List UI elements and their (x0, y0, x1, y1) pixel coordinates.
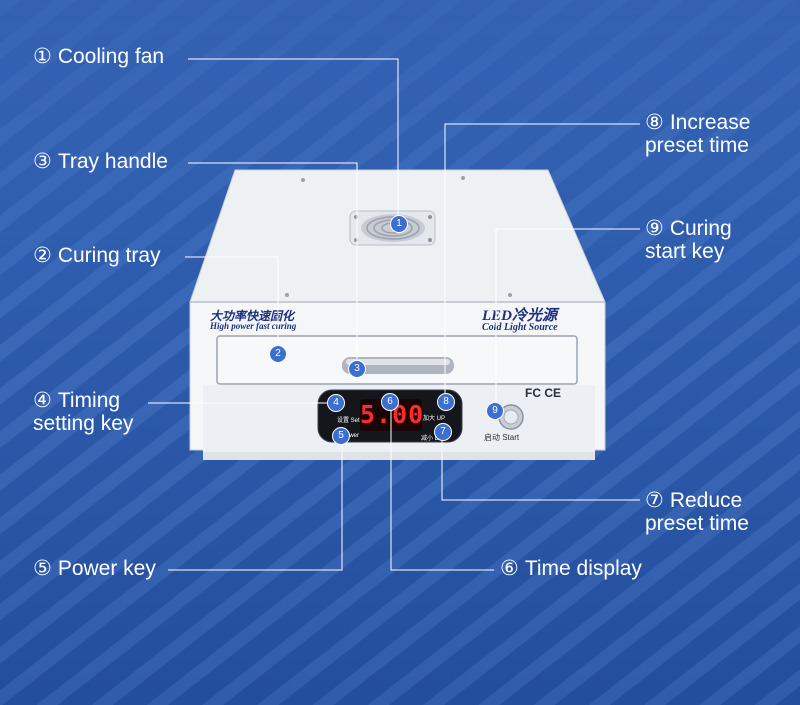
callout-number: ① (33, 45, 52, 68)
callout-text-line2: preset time (645, 512, 749, 535)
callout-text: Reduce (669, 489, 743, 512)
callout-text: Curing tray (57, 244, 161, 267)
leader-reduce-time (441, 432, 640, 501)
leader-increase-time (444, 123, 640, 402)
callout-text: Time display (524, 557, 642, 580)
callout-text: Timing (57, 389, 121, 412)
panel-power-label: Power (342, 433, 360, 439)
callout-number: ⑤ (33, 557, 52, 580)
device-en-title-right: Cold Light Source (482, 322, 558, 333)
panel-set-label: 设置 Set (337, 418, 360, 424)
tray-handle (342, 357, 454, 374)
device-led-title: LED冷光源 (482, 308, 558, 324)
leader-tray-handle (188, 162, 358, 368)
panel-up-label: 加大 UP (423, 416, 446, 422)
callout-text-line2: start key (645, 240, 725, 263)
certification-marks: FC CE (525, 386, 561, 400)
callout-text: Power key (57, 557, 156, 580)
callout-text: Tray handle (57, 150, 168, 173)
callout-text-line2: preset time (645, 134, 749, 157)
leader-cooling-fan (188, 58, 399, 224)
callout-number: ⑧ (645, 111, 664, 134)
device-en-title-left: High power fast curing (210, 321, 297, 331)
leader-start-key (495, 228, 640, 410)
callout-text: Curing (669, 217, 732, 240)
device-cn-title-left: 大功率快速固化 (210, 309, 295, 323)
marker-2: 2 (269, 345, 287, 363)
callout-number: ② (33, 244, 52, 267)
leader-curing-tray (185, 256, 279, 354)
start-button-label: 启动 Start (484, 433, 520, 442)
marker-4: 4 (327, 394, 345, 412)
callout-text: Increase (669, 111, 751, 134)
callout-number: ④ (33, 389, 52, 412)
callout-number: ⑦ (645, 489, 664, 512)
marker-9: 9 (486, 402, 504, 420)
marker-8: 8 (437, 393, 455, 411)
callout-text-line2: setting key (33, 412, 134, 435)
leader-time-display (390, 402, 494, 571)
callout-number: ⑨ (645, 217, 664, 240)
marker-6: 6 (381, 393, 399, 411)
marker-5: 5 (332, 427, 350, 445)
marker-3: 3 (348, 360, 366, 378)
panel-down-label: 减小 D (421, 436, 440, 442)
callout-number: ⑥ (500, 557, 519, 580)
leader-power-key (168, 436, 343, 571)
marker-7: 7 (434, 423, 452, 441)
callout-number: ③ (33, 150, 52, 173)
marker-1: 1 (390, 215, 408, 233)
callout-text: Cooling fan (57, 45, 165, 68)
start-button (498, 404, 524, 430)
